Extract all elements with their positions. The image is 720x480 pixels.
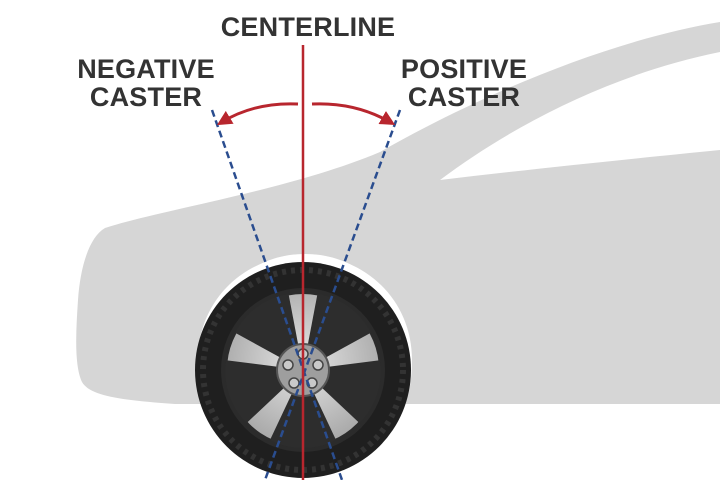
centerline-label: CENTERLINE	[221, 12, 396, 42]
lug-nut	[282, 359, 294, 371]
lug-nut	[288, 377, 300, 389]
negative-caster-label-line1: NEGATIVE	[77, 54, 215, 84]
curved-arrow-icon	[311, 102, 396, 125]
lug-nut	[312, 359, 324, 371]
positive-caster-label-line2: CASTER	[408, 82, 520, 112]
car-window	[440, 52, 720, 180]
negative-caster-label-line2: CASTER	[90, 82, 202, 112]
positive-caster-label-line1: POSITIVE	[401, 54, 527, 84]
curved-arrow-icon	[216, 102, 299, 126]
lug-nuts	[282, 348, 324, 389]
